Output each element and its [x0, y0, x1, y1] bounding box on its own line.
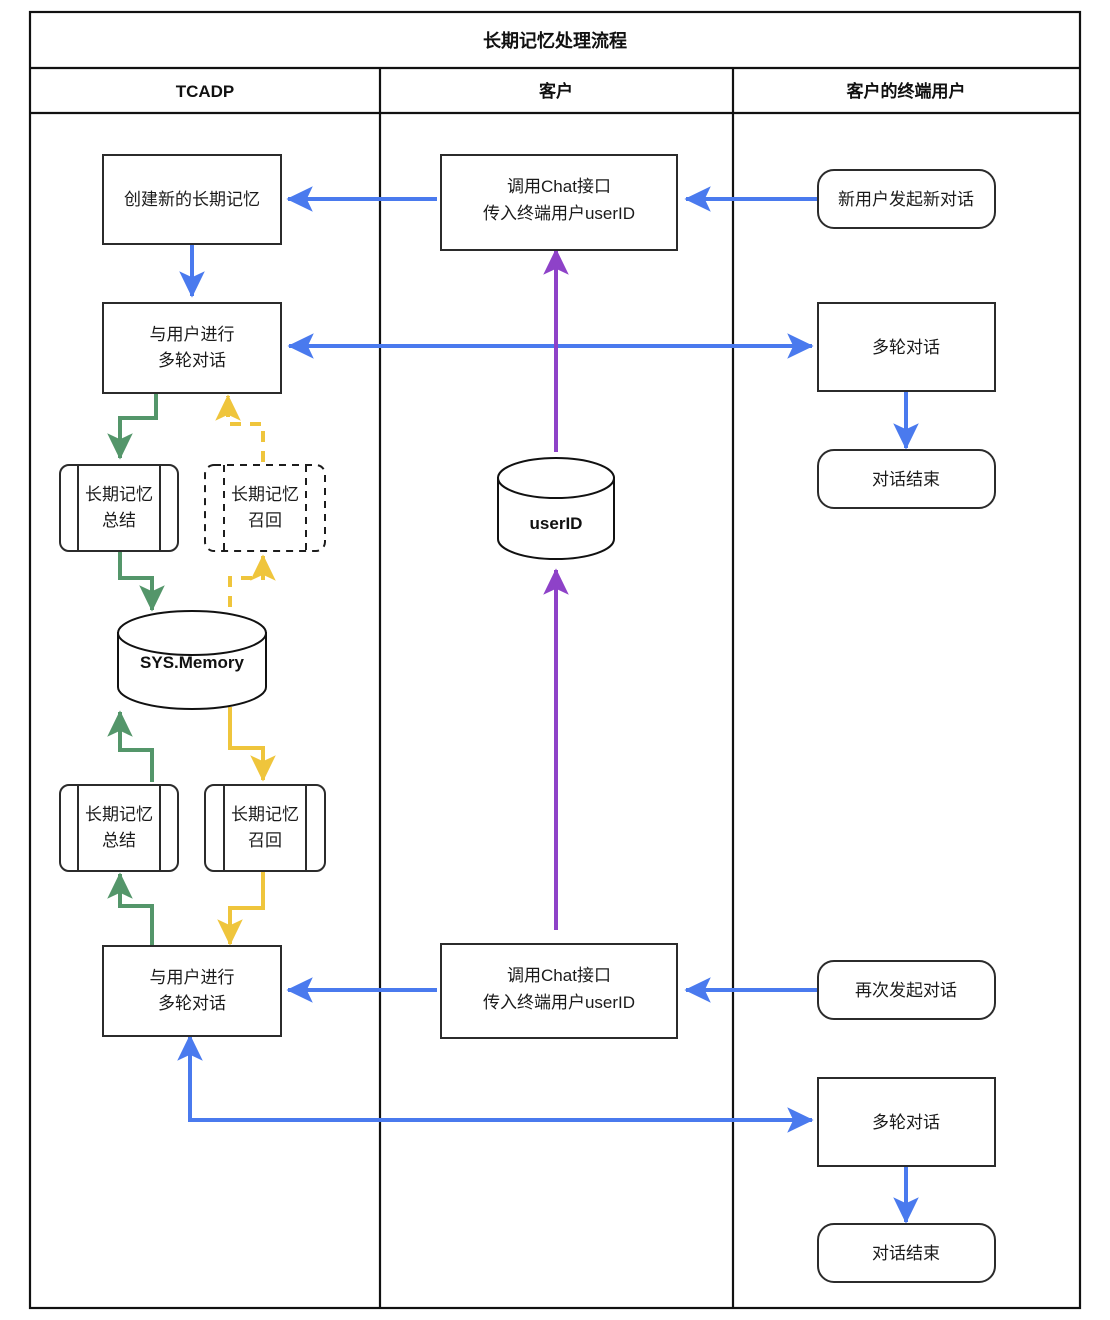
- edge-sysmemory-to-recall1: [228, 554, 276, 607]
- node-multi-turn-e1-label: 多轮对话: [872, 338, 940, 357]
- node-multi-turn-1-line1: 与用户进行: [150, 325, 235, 344]
- node-chat-api-2-line1: 调用Chat接口: [507, 966, 611, 985]
- node-new-user-start[interactable]: 新用户发起新对话: [817, 169, 996, 229]
- node-summary-2-line2: 总结: [102, 831, 136, 850]
- node-dialog-end-1[interactable]: 对话结束: [817, 449, 996, 509]
- node-multi-turn-1-line2: 多轮对话: [158, 351, 226, 370]
- edge-recall1-to-multiturn1: [215, 394, 265, 462]
- edge-multiturn2-to-multiturne2: [177, 1034, 814, 1133]
- node-chat-api-1[interactable]: 调用Chat接口 传入终端用户userID: [440, 154, 678, 251]
- node-summary-1[interactable]: 长期记忆 总结: [59, 464, 179, 552]
- node-multi-turn-1[interactable]: 与用户进行 多轮对话: [102, 302, 282, 394]
- node-multi-turn-2-line2: 多轮对话: [158, 994, 226, 1013]
- node-userid-store[interactable]: userID: [497, 457, 615, 560]
- node-recall-2-line2: 召回: [248, 831, 282, 850]
- node-new-user-start-label: 新用户发起新对话: [838, 190, 974, 209]
- edge-recall2-to-multiturn2: [217, 872, 265, 946]
- node-multi-turn-e2[interactable]: 多轮对话: [817, 1077, 996, 1167]
- node-chat-api-2[interactable]: 调用Chat接口 传入终端用户userID: [440, 943, 678, 1039]
- edge-multiturn1-to-summary1: [107, 394, 158, 460]
- lane-header-enduser: 客户的终端用户: [846, 81, 966, 101]
- node-sys-memory[interactable]: SYS.Memory: [117, 610, 267, 710]
- node-multi-turn-e2-label: 多轮对话: [872, 1113, 940, 1132]
- node-recall-1-line2: 召回: [248, 511, 282, 530]
- node-recall-1-line1: 长期记忆: [231, 485, 299, 504]
- node-dialog-end-2[interactable]: 对话结束: [817, 1223, 996, 1283]
- node-sys-memory-label: SYS.Memory: [140, 653, 244, 672]
- node-recall-1[interactable]: 长期记忆 召回: [204, 464, 326, 552]
- lane-header-tcadp: TCADP: [176, 82, 235, 101]
- node-userid-store-label: userID: [530, 514, 583, 533]
- node-multi-turn-e1[interactable]: 多轮对话: [817, 302, 996, 392]
- node-chat-api-2-line2: 传入终端用户userID: [483, 993, 635, 1012]
- lane-header-customer: 客户: [538, 81, 573, 101]
- node-chat-api-1-line2: 传入终端用户userID: [483, 204, 635, 223]
- node-recall-2[interactable]: 长期记忆 召回: [204, 784, 326, 872]
- node-create-memory[interactable]: 创建新的长期记忆: [102, 154, 282, 245]
- edge-sysmemory-to-recall2: [228, 707, 276, 782]
- node-dialog-end-2-label: 对话结束: [872, 1244, 940, 1263]
- node-create-memory-label: 创建新的长期记忆: [124, 190, 260, 209]
- edge-summary1-to-sysmemory: [118, 552, 165, 612]
- node-summary-1-line1: 长期记忆: [85, 485, 153, 504]
- node-restart-dialog[interactable]: 再次发起对话: [817, 960, 996, 1020]
- connector-layer: [107, 186, 919, 1224]
- node-recall-2-line1: 长期记忆: [231, 805, 299, 824]
- node-multi-turn-2[interactable]: 与用户进行 多轮对话: [102, 945, 282, 1037]
- node-dialog-end-1-label: 对话结束: [872, 470, 940, 489]
- node-multi-turn-2-line1: 与用户进行: [150, 968, 235, 987]
- edge-summary2-to-sysmemory: [107, 710, 154, 782]
- node-summary-2[interactable]: 长期记忆 总结: [59, 784, 179, 872]
- node-summary-2-line1: 长期记忆: [85, 805, 153, 824]
- edge-multiturn2-to-summary2: [107, 872, 154, 946]
- diagram-title: 长期记忆处理流程: [483, 30, 627, 51]
- node-chat-api-1-line1: 调用Chat接口: [507, 177, 611, 196]
- node-restart-dialog-label: 再次发起对话: [855, 981, 957, 1000]
- node-summary-1-line2: 总结: [102, 511, 136, 530]
